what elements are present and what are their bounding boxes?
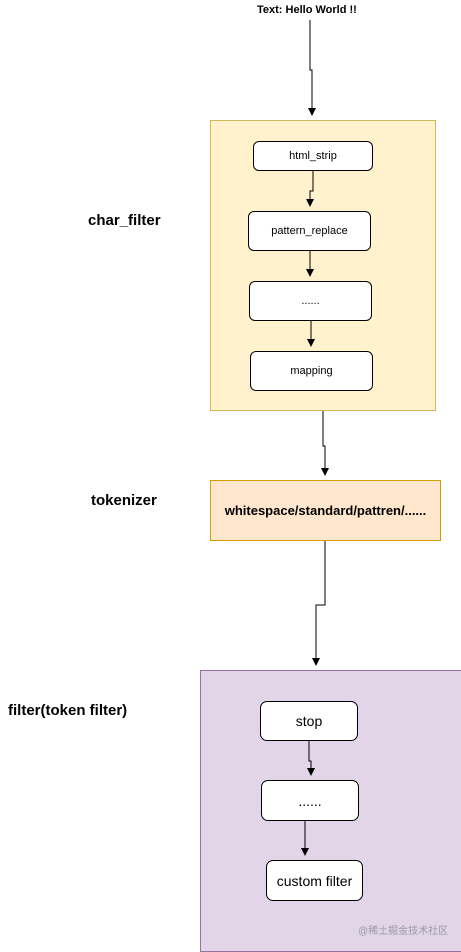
tokenizer-box-text: whitespace/standard/pattren/...... xyxy=(224,503,427,518)
char-filter-node-mapping: mapping xyxy=(250,351,373,391)
input-text-label: Text: Hello World !! xyxy=(257,4,357,16)
char-filter-node-html-strip: html_strip xyxy=(253,141,373,171)
arrow-tokenizer-to-token-filter xyxy=(312,541,326,666)
arrow-char-filter-to-tokenizer xyxy=(321,411,329,476)
token-filter-node-stop: stop xyxy=(260,701,358,741)
arrow-input-to-char-filter xyxy=(308,20,316,116)
char-filter-node-pattern-replace: pattern_replace xyxy=(248,211,371,251)
watermark: @稀土掘金技术社区 xyxy=(358,926,449,937)
char-filter-node-ellipsis: ...... xyxy=(249,281,372,321)
token-filter-stage-label: filter(token filter) xyxy=(8,702,128,719)
token-filter-node-custom-filter: custom filter xyxy=(266,860,363,901)
tokenizer-box: whitespace/standard/pattren/...... xyxy=(210,480,441,541)
token-filter-node-ellipsis: ...... xyxy=(261,780,359,821)
tokenizer-stage-label: tokenizer xyxy=(91,492,157,509)
char-filter-stage-label: char_filter xyxy=(88,212,161,229)
